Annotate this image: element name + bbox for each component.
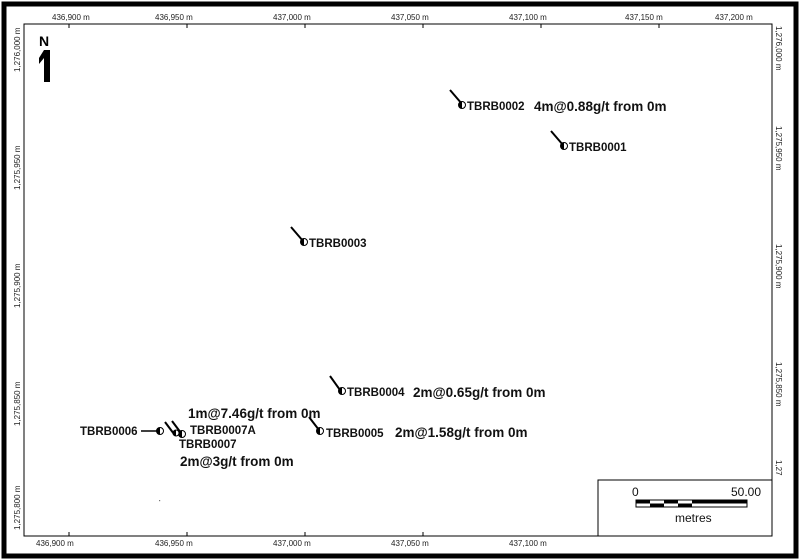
y-tick-label: 1,275,900 m: [774, 244, 783, 289]
x-tick-label: 437,200 m: [715, 13, 753, 22]
drillhole-label: TBRB0006: [80, 426, 138, 438]
y-tick-label: 1,27: [774, 460, 783, 476]
drillhole-label: TBRB0007: [179, 439, 237, 451]
y-tick-label: 1,275,850 m: [774, 362, 783, 407]
x-tick-label: 437,100 m: [509, 539, 547, 548]
top-tick-marks: [68, 24, 660, 536]
x-tick-label: 437,000 m: [273, 539, 311, 548]
scale-start-label: 0: [632, 485, 639, 499]
x-tick-label: 436,950 m: [155, 539, 193, 548]
scale-bar: 0 50.00 metres: [597, 479, 773, 537]
y-axis-left-labels: 1,276,000 m 1,275,950 m 1,275,900 m 1,27…: [13, 27, 22, 530]
x-axis-top-labels: 436,900 m 436,950 m 437,000 m 437,050 m …: [52, 13, 753, 22]
x-tick-label: 437,150 m: [625, 13, 663, 22]
y-tick-label: 1,276,000 m: [13, 27, 22, 72]
drillhole-label: TBRB0005: [326, 428, 384, 440]
assay-label: 1m@7.46g/t from 0m: [188, 406, 320, 421]
y-tick-label: 1,275,950 m: [774, 126, 783, 171]
x-tick-label: 437,100 m: [509, 13, 547, 22]
x-tick-label: 437,000 m: [273, 13, 311, 22]
drillhole-tbrb0005[interactable]: TBRB0005 2m@1.58g/t from 0m: [308, 416, 527, 440]
y-axis-right-labels: 1,276,000 m 1,275,950 m 1,275,900 m 1,27…: [774, 26, 783, 476]
drillhole-tbrb0007a[interactable]: 1m@7.46g/t from 0m TBRB0007A: [164, 406, 320, 438]
x-axis-bottom-labels: 436,900 m 436,950 m 437,000 m 437,050 m …: [36, 539, 547, 548]
x-tick-label: 436,900 m: [36, 539, 74, 548]
y-tick-label: 1,276,000 m: [774, 26, 783, 71]
y-tick-label: 1,275,850 m: [13, 381, 22, 426]
x-tick-label: 437,050 m: [391, 13, 429, 22]
assay-label: 4m@0.88g/t from 0m: [534, 99, 666, 114]
drillhole-label: TBRB0002: [467, 101, 525, 113]
map-speck: [159, 500, 161, 502]
y-tick-label: 1,275,900 m: [13, 263, 22, 308]
assay-label: 2m@3g/t from 0m: [180, 454, 294, 469]
drillhole-label: TBRB0003: [309, 238, 367, 250]
drillhole-tbrb0007[interactable]: TBRB0007 2m@3g/t from 0m: [172, 429, 294, 469]
drillhole-label: TBRB0001: [569, 142, 627, 154]
scale-unit-label: metres: [675, 511, 712, 525]
drillhole-tbrb0004[interactable]: TBRB0004 2m@0.65g/t from 0m: [329, 375, 545, 400]
drillhole-label: TBRB0004: [347, 387, 405, 399]
drillhole-tbrb0001[interactable]: TBRB0001: [550, 130, 627, 154]
y-tick-label: 1,275,800 m: [13, 485, 22, 530]
drillhole-tbrb0002[interactable]: TBRB0002 4m@0.88g/t from 0m: [449, 89, 666, 114]
drillhole-tbrb0003[interactable]: TBRB0003: [290, 226, 367, 250]
x-tick-label: 437,050 m: [391, 539, 429, 548]
north-arrow-icon: N: [39, 33, 50, 82]
y-tick-label: 1,275,950 m: [13, 145, 22, 190]
drillhole-tbrb0006[interactable]: TBRB0006: [80, 426, 164, 438]
assay-label: 2m@0.65g/t from 0m: [413, 385, 545, 400]
drillhole-label: TBRB0007A: [190, 425, 256, 437]
north-label: N: [39, 33, 49, 49]
scale-end-label: 50.00: [731, 485, 761, 499]
map-frame-inner: [23, 23, 773, 537]
x-tick-label: 436,950 m: [155, 13, 193, 22]
x-tick-label: 436,900 m: [52, 13, 90, 22]
assay-label: 2m@1.58g/t from 0m: [395, 425, 527, 440]
